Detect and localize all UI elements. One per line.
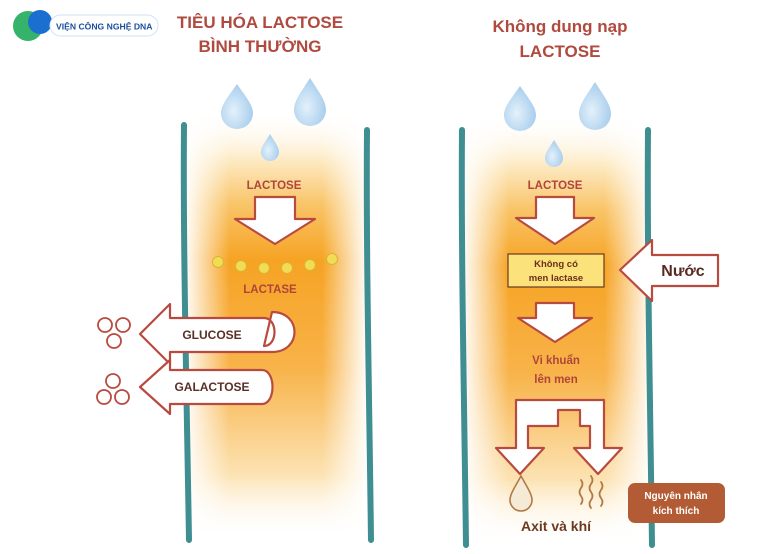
water-drop-icon (504, 86, 536, 131)
water-drop-icon (294, 78, 326, 126)
enzyme-dot (258, 262, 270, 274)
result-label: Axit và khí (521, 518, 592, 534)
molecule-circle (114, 389, 130, 405)
left-label-lactase: LACTASE (243, 284, 297, 296)
gas-wisp (598, 481, 604, 507)
cause-line2: kích thích (653, 506, 700, 517)
no-lactase-line2: men lactase (529, 273, 583, 284)
left-gut-wall-left (180, 122, 192, 543)
down-arrow-icon (516, 301, 594, 344)
enzyme-dot (304, 259, 316, 271)
left-title-line2: BÌNH THƯỜNG (198, 37, 321, 56)
water-inflow-arrow-icon (618, 238, 720, 303)
molecule-circle (106, 333, 122, 349)
molecule-circle (105, 373, 121, 389)
left-label-glucose: GLUCOSE (182, 328, 241, 342)
down-arrow-icon (233, 195, 317, 246)
water-drop-icon (221, 84, 253, 129)
label-water: Nước (661, 263, 705, 280)
gas-wisp (578, 479, 584, 505)
logo-badge (49, 14, 159, 37)
enzyme-dot (281, 262, 293, 274)
split-arrow-icon (494, 398, 624, 476)
cause-line1: Nguyên nhân (644, 491, 707, 502)
glucose-arrow-icon (138, 302, 296, 366)
water-drop-icon (545, 140, 563, 167)
gas-icon (578, 475, 604, 509)
enzyme-dot (235, 260, 247, 272)
logo: VIỆN CÔNG NGHỆ DNA (13, 10, 159, 41)
cause-box (628, 483, 725, 523)
no-lactase-box (507, 253, 605, 288)
gas-wisp (588, 475, 594, 509)
enzyme-dot (326, 253, 338, 265)
left-title-line1: TIÊU HÓA LACTOSE (177, 13, 343, 32)
right-gut-wall-left (458, 127, 469, 548)
left-gut-wall-right (363, 127, 374, 543)
left-label-lactose: LACTOSE (247, 180, 302, 192)
molecule-circle (96, 389, 112, 405)
no-lactase-line1: Không có (534, 259, 578, 270)
water-drop-icon (579, 82, 611, 130)
left-panel: TIÊU HÓA LACTOSE BÌNH THƯỜNG LACTOSE LAC… (96, 13, 374, 543)
glucose-molecule-icon (97, 317, 131, 349)
galactose-molecule-icon (96, 373, 130, 405)
water-drop-icon (261, 134, 279, 161)
molecule-circle (115, 317, 131, 333)
down-arrow-icon (514, 195, 596, 246)
right-panel: Không dung nạp LACTOSE LACTOSE Không có … (458, 17, 725, 548)
bacteria-line1: Vi khuẩn (532, 355, 580, 367)
right-label-lactose: LACTOSE (528, 180, 583, 192)
right-title-line2: LACTOSE (520, 42, 601, 61)
logo-mark-blue (28, 10, 52, 34)
molecule-circle (97, 317, 113, 333)
bacteria-line2: lên men (534, 374, 577, 386)
logo-text: VIỆN CÔNG NGHỆ DNA (56, 21, 152, 32)
right-title-line1: Không dung nạp (492, 17, 627, 36)
galactose-arrow-icon (138, 358, 274, 416)
left-label-galactose: GALACTOSE (174, 380, 249, 394)
enzyme-dot (212, 256, 224, 268)
acid-drop-icon (509, 474, 533, 512)
lactase-enzyme-dots (212, 253, 338, 274)
